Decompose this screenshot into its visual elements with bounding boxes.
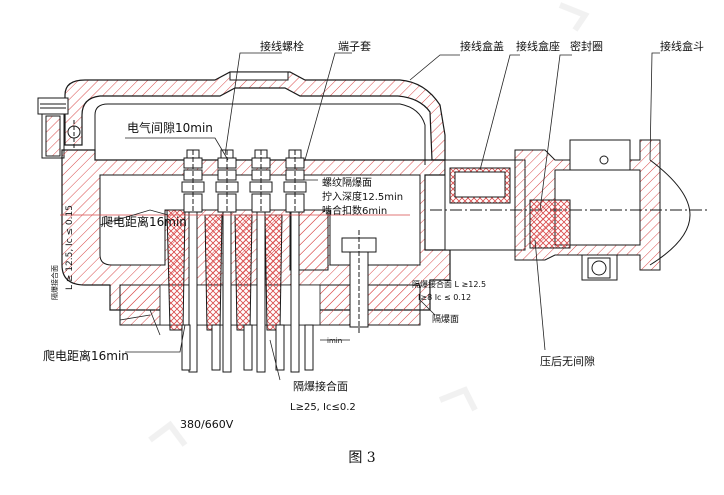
label-creepage-top: 爬电距离16min — [101, 214, 187, 229]
watermark — [148, 2, 590, 447]
box-cover — [64, 71, 446, 161]
label-joint-values: L≥25, Ic≤0.2 — [290, 402, 356, 413]
label-terminal-sleeve: 端子套 — [338, 40, 371, 53]
terminal-insulators — [166, 209, 329, 331]
label-creepage-bottom: 爬电距离16min — [43, 348, 129, 363]
center-bolt — [341, 230, 377, 335]
label-thread-1: 螺纹隔爆面 — [322, 176, 372, 189]
label-thread-3: 啮合扣数6min — [322, 204, 387, 217]
label-box-base: 接线盒座 — [516, 39, 560, 53]
label-dim-small: imin — [327, 337, 342, 345]
label-left-vertical-1: L ≥ 12.5, Ic ≤ 0.15 — [65, 205, 75, 290]
label-box-spout: 接线盒斗 — [660, 39, 704, 53]
left-fastener — [37, 97, 81, 159]
label-electrical-clearance: 电气间隙10min — [127, 120, 213, 135]
label-right-joint-2: I≥8 Ic ≤ 0.12 — [418, 293, 471, 302]
leader-lines — [99, 52, 660, 381]
label-terminal-bolt: 接线螺栓 — [260, 39, 304, 53]
figure-caption: 图 3 — [348, 450, 376, 466]
label-seal-ring: 密封圈 — [570, 39, 603, 53]
lower-pins — [181, 324, 314, 371]
label-no-gap: 压后无间隙 — [540, 354, 595, 368]
label-box-cover: 接线盒盖 — [460, 39, 504, 53]
label-joint-surface: 隔爆接合面 — [293, 379, 348, 393]
label-thread-2: 拧入深度12.5min — [322, 190, 403, 203]
label-flameproof-shell: 隔爆面 — [432, 313, 459, 325]
cover-inner-outline — [94, 103, 426, 165]
label-left-vertical-2: 隔爆接合面 — [50, 265, 59, 300]
terminal-bolts — [181, 149, 307, 373]
cable-gland — [430, 139, 710, 281]
label-voltage: 380/660V — [180, 418, 234, 431]
label-right-joint-1: 隔爆接合面 L ≥12.5 — [412, 279, 486, 289]
